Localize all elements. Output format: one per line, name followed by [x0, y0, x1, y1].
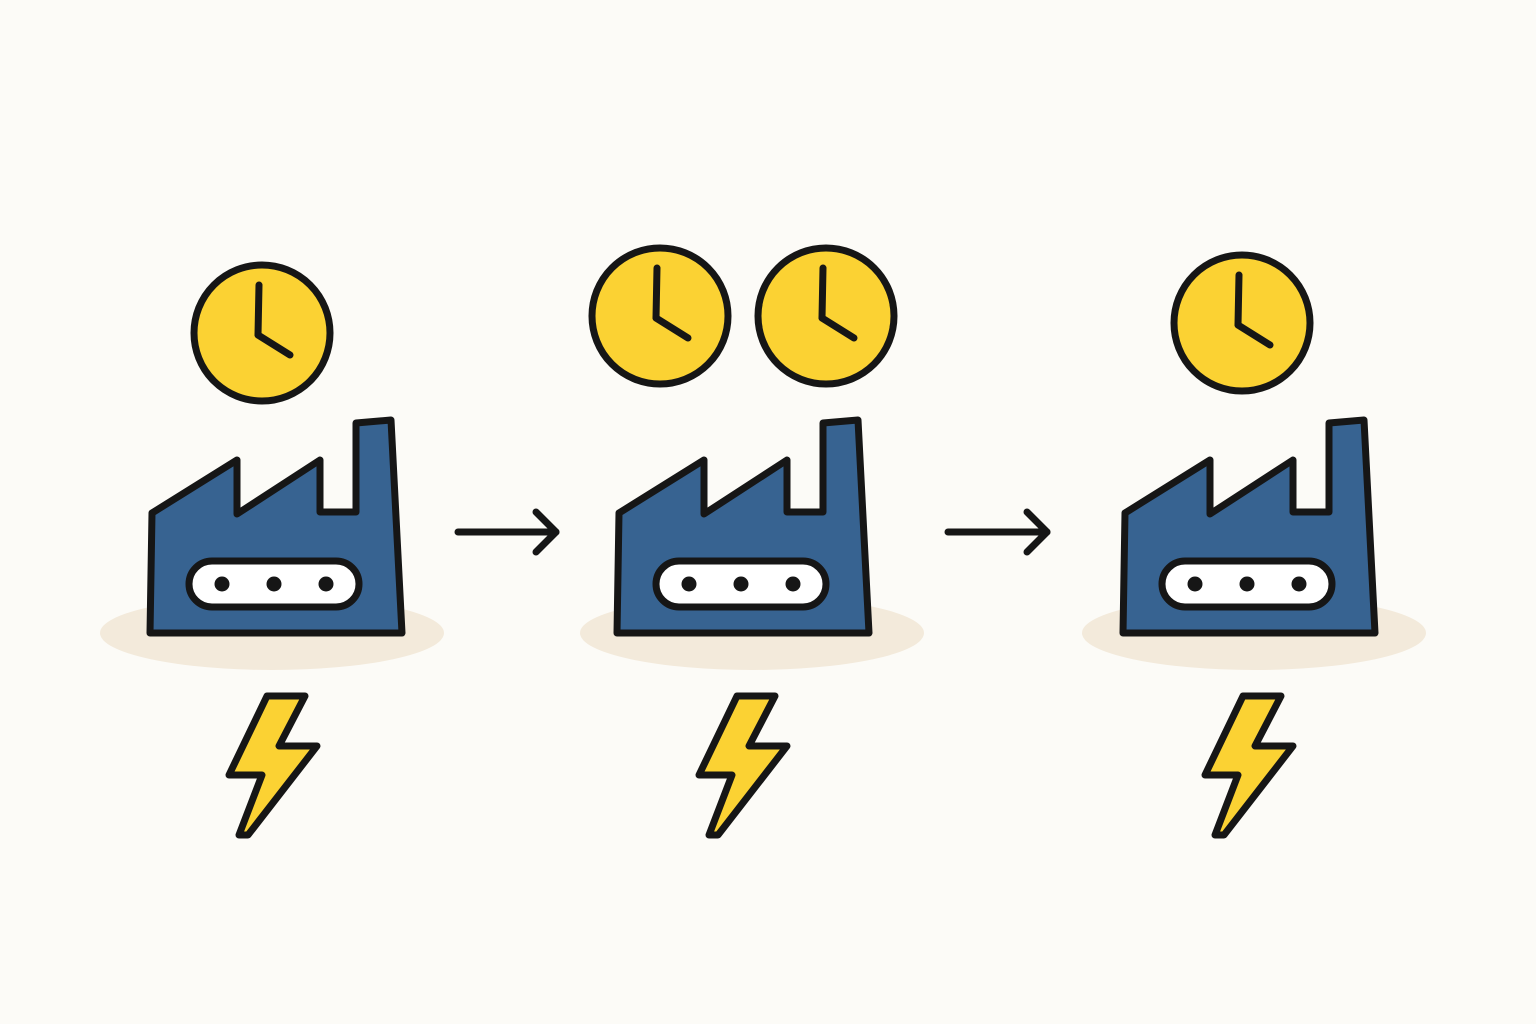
conveyor-belt-icon [652, 557, 830, 611]
clock-minute-hand [652, 314, 692, 342]
arrow-head [1023, 508, 1051, 556]
arrow-right-icon [944, 508, 1051, 556]
clock-face [754, 244, 898, 388]
conveyor-roller [1187, 576, 1203, 592]
conveyor-roller [214, 576, 230, 592]
clock-icon [190, 261, 334, 405]
clock-face [190, 261, 334, 405]
factory-icon [613, 416, 873, 637]
stage-3 [1082, 251, 1426, 839]
stage-2 [580, 244, 924, 839]
clock-hour-hand [818, 264, 827, 322]
clock-minute-hand [1234, 321, 1274, 349]
conveyor-roller [318, 576, 334, 592]
stage-1 [100, 261, 444, 839]
clock-hour-hand [1234, 271, 1243, 329]
conveyor-belt-icon [185, 557, 363, 611]
clock-icon [588, 244, 732, 388]
factory-icon [1119, 416, 1379, 637]
factory-icon [146, 416, 406, 637]
lightning-bolt-icon [225, 692, 321, 839]
lightning-bolt-icon [695, 692, 791, 839]
clock-minute-hand [818, 314, 858, 342]
clock-face [1170, 251, 1314, 395]
clock-hour-hand [652, 264, 661, 322]
conveyor-roller [733, 576, 749, 592]
clock-icon [1170, 251, 1314, 395]
arrow-right-icon [454, 508, 560, 556]
clock-minute-hand [254, 331, 294, 359]
conveyor-roller [785, 576, 801, 592]
clock-icon [754, 244, 898, 388]
clock-face [588, 244, 732, 388]
conveyor-roller [681, 576, 697, 592]
conveyor-roller [1239, 576, 1255, 592]
conveyor-roller [1291, 576, 1307, 592]
lightning-bolt-icon [1201, 692, 1297, 839]
clock-hour-hand [254, 281, 263, 339]
arrow-head [532, 508, 560, 556]
conveyor-roller [266, 576, 282, 592]
conveyor-belt-icon [1158, 557, 1336, 611]
